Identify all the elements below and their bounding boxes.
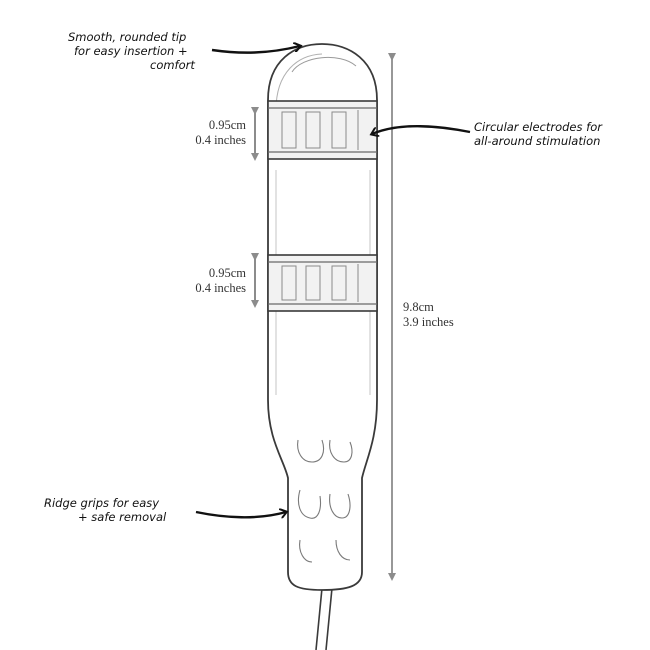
electrode-top	[267, 100, 378, 160]
annotation-ridge-line2: + safe removal	[78, 510, 167, 524]
dimension-imperial: 3.9 inches	[403, 315, 454, 329]
dimension-label-electrode-top: 0.95cm 0.4 inches	[186, 118, 246, 148]
annotation-electrodes: Circular electrodes for all-around stimu…	[474, 120, 602, 148]
annotation-tip-line1: Smooth, rounded tip	[68, 30, 187, 44]
arrow-icon	[372, 125, 471, 134]
dimension-metric: 9.8cm	[403, 300, 434, 314]
dimension-metric: 0.95cm	[208, 118, 246, 132]
dimension-metric: 0.95cm	[208, 266, 246, 280]
arrow-icon	[195, 512, 286, 517]
ridge-grips	[297, 439, 353, 563]
rounded-tip	[291, 56, 357, 73]
annotation-tip: Smooth, rounded tip for easy insertion +…	[68, 30, 195, 72]
cable	[315, 587, 333, 650]
annotation-ridge: Ridge grips for easy + safe removal	[44, 496, 166, 524]
annotation-electrodes-line1: Circular electrodes for	[474, 120, 602, 134]
dimension-imperial: 0.4 inches	[195, 133, 246, 147]
annotation-electrodes-line2: all-around stimulation	[474, 134, 601, 148]
annotation-tip-line3: comfort	[150, 58, 195, 72]
electrode-bottom	[267, 254, 378, 312]
dimension-label-total-length: 9.8cm 3.9 inches	[403, 300, 454, 330]
dimension-imperial: 0.4 inches	[195, 281, 246, 295]
dimension-label-electrode-bottom: 0.95cm 0.4 inches	[176, 266, 246, 296]
annotation-ridge-line1: Ridge grips for easy	[44, 496, 160, 510]
arrow-icon	[211, 46, 300, 54]
annotation-tip-line2: for easy insertion +	[74, 44, 188, 58]
